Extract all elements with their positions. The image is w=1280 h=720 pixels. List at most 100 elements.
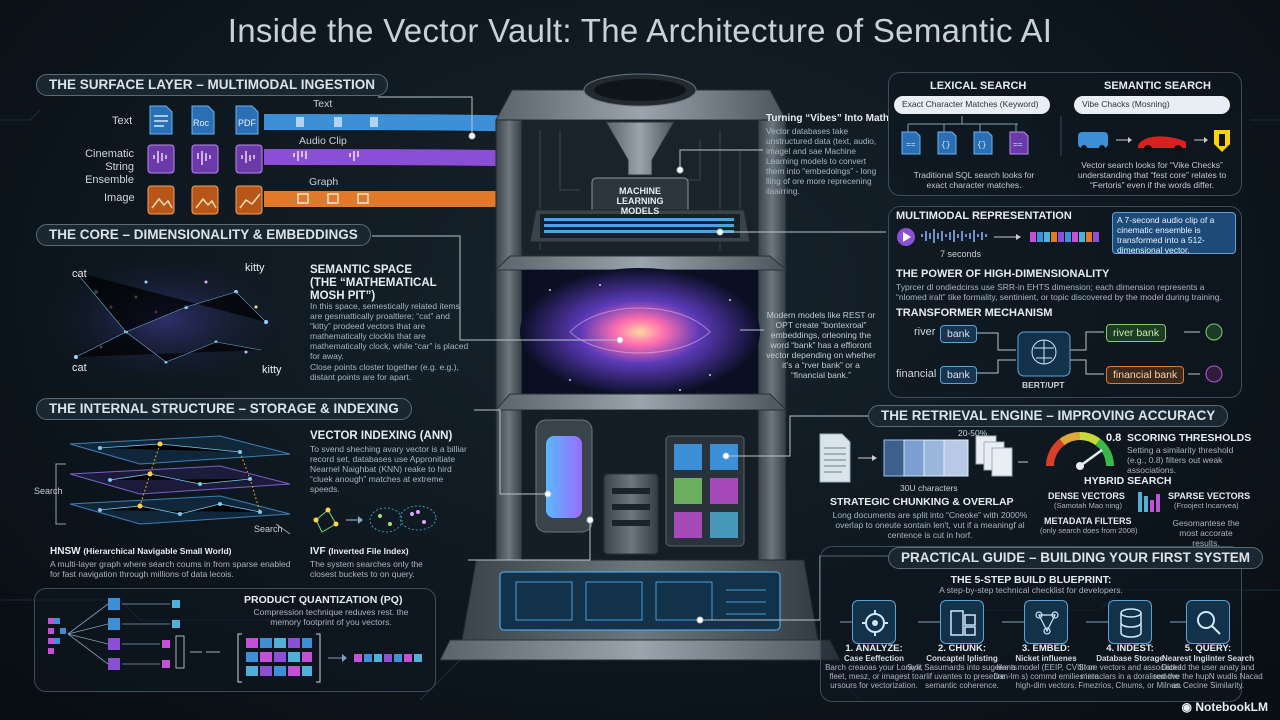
step-embed-icon bbox=[1024, 600, 1068, 644]
chars-label: 30U characters bbox=[900, 483, 958, 493]
step-4-title: 4. INDEST: bbox=[1106, 643, 1154, 654]
vibes-title: Turning “Vibes” Into Math bbox=[766, 113, 889, 124]
chunking-text: Long documents are split into “Cneoke” w… bbox=[832, 510, 1028, 540]
semantic-search-text: Vibe Chacks (Mosning) bbox=[1082, 99, 1170, 109]
ivf-cluster-icon bbox=[313, 505, 437, 533]
step-5-text: Dicked the user anaty and remove the hup… bbox=[1153, 663, 1263, 690]
multimodal-title: MULTIMODAL REPRESENTATION bbox=[896, 210, 1072, 222]
step-2-text: Sylit Sasumards into sugerants arlif uva… bbox=[906, 663, 1018, 690]
step-4-text: Store vectors and associated meraclars i… bbox=[1078, 663, 1182, 690]
river-word: river bbox=[914, 326, 936, 338]
search-label-right: Search bbox=[254, 524, 283, 534]
storage-header: THE INTERNAL STRUCTURE – STORAGE & INDEX… bbox=[36, 398, 412, 420]
galaxy-note: Modern models like REST or OPT create “b… bbox=[766, 310, 876, 380]
semantic-search-title: SEMANTIC SEARCH bbox=[1104, 80, 1211, 92]
search-label-left: Search bbox=[34, 486, 63, 496]
embedding-space-illustration bbox=[36, 252, 296, 390]
financial-word: financial bbox=[896, 368, 937, 380]
bank-pill-financial: bank bbox=[940, 366, 977, 384]
metadata-sub: (only search does from 2008) bbox=[1040, 526, 1138, 535]
multimodal-note: A 7-second audio clip of a cinematic ens… bbox=[1112, 212, 1236, 255]
vector-vault-tower bbox=[440, 73, 840, 661]
gauge-value: 0.8 bbox=[1106, 432, 1122, 444]
search-illustrations: =={}{}== bbox=[901, 116, 1230, 156]
transformer-title: TRANSFORMER MECHANISM bbox=[896, 307, 1053, 319]
lexical-title: LEXICAL SEARCH bbox=[930, 80, 1027, 92]
step-analyze-icon bbox=[852, 600, 896, 644]
guide-header: PRACTICAL GUIDE – BUILDING YOUR FIRST SY… bbox=[888, 547, 1264, 569]
step-3-text: like a model (EEIP, CVIIII or Dan-lm s) … bbox=[993, 663, 1099, 690]
semantic-space-title: SEMANTIC SPACE (THE “MATHEMATICAL MOSH P… bbox=[310, 264, 437, 302]
step-5-sub: Nearest Ingilnter Search bbox=[1161, 654, 1255, 663]
ann-text: To svend sheching avary vector is a bill… bbox=[310, 444, 467, 494]
ivf-subtitle: (Inverted File Index) bbox=[328, 546, 409, 556]
ivf-title-main: IVF bbox=[310, 546, 326, 557]
lexical-text: Traditional SQL search looks for exact c… bbox=[913, 170, 1035, 190]
semantic-space-text: In this space, semestically related item… bbox=[310, 301, 469, 361]
metadata-title: METADATA FILTERS bbox=[1044, 516, 1132, 526]
step-query-icon bbox=[1186, 600, 1230, 644]
step-2-title: 2. CHUNK: bbox=[937, 643, 987, 654]
core-header: THE CORE – DIMENSIONALITY & EMBEDDINGS bbox=[36, 224, 371, 246]
svg-text:{}: {} bbox=[941, 141, 951, 150]
svg-text:{}: {} bbox=[977, 141, 987, 150]
hybrid-title: HYBRID SEARCH bbox=[1084, 475, 1172, 487]
pq-tree-illustration bbox=[48, 598, 220, 670]
dense-title: DENSE VECTORS bbox=[1048, 491, 1125, 501]
svg-text:==: == bbox=[906, 141, 916, 150]
hnsw-title-main: HNSW bbox=[50, 546, 81, 557]
semantic-search-box[interactable]: Vibe Chacks (Mosning) bbox=[1074, 96, 1230, 114]
stream-label-audio: Audio Clip bbox=[299, 135, 347, 147]
hybrid-merge-icon bbox=[1138, 492, 1160, 512]
audio-to-vector-icon bbox=[897, 228, 1099, 246]
retrieval-header: THE RETRIEVAL ENGINE – IMPROVING ACCURAC… bbox=[868, 405, 1229, 427]
overlap-pct: 20-50% bbox=[958, 428, 988, 438]
sparse-title: SPARSE VECTORS bbox=[1168, 491, 1251, 501]
step-3-title: 3. EMBED: bbox=[1021, 643, 1071, 654]
semantic-text: Vector search looks for “Vike Checks” un… bbox=[1077, 160, 1227, 190]
stream-label-graph: Graph bbox=[309, 176, 339, 188]
audio-icons bbox=[147, 144, 263, 174]
step-1-title: 1. ANALYZE: bbox=[845, 643, 903, 654]
ivf-title: IVF (Inverted File Index) bbox=[310, 545, 409, 558]
high-dim-text: Typrcer dl ondiedcirss use SRR-in EHTS d… bbox=[896, 282, 1222, 302]
word-cat-2: cat bbox=[72, 362, 87, 374]
pq-title: PRODUCT QUANTIZATION (PQ) bbox=[244, 594, 403, 606]
vibes-text: Vector databases take unstructured data … bbox=[766, 126, 877, 196]
surface-header: THE SURFACE LAYER – MULTIMODAL INGESTION bbox=[36, 74, 389, 96]
word-cat-1: cat bbox=[72, 268, 87, 280]
transformer-diagram bbox=[976, 323, 1223, 383]
model-label: BERT/UPT bbox=[1022, 380, 1065, 390]
step-5-title: 5. QUERY: bbox=[1184, 643, 1232, 654]
semantic-space-note: Close points closter together (e.g. e.g.… bbox=[310, 362, 459, 382]
notebooklm-logo: ◉ NotebookLM bbox=[1182, 700, 1268, 714]
pdf-file-label: PDF bbox=[238, 118, 256, 128]
scoring-text: Setting a similarity threshold (e.g., 0.… bbox=[1127, 445, 1234, 475]
lexical-search-box[interactable]: Exact Character Matches (Keyword) bbox=[894, 96, 1050, 114]
dense-sub: (Samotah Mao ning) bbox=[1054, 501, 1122, 510]
word-kitty-2: kitty bbox=[262, 364, 282, 376]
document-icons bbox=[149, 105, 259, 135]
row-label-image: Image bbox=[104, 192, 135, 204]
logo-text: NotebookLM bbox=[1195, 700, 1268, 714]
step-1-text: Barch creaoas your Lorwor, fleet, mesz, … bbox=[825, 663, 923, 690]
ann-title: VECTOR INDEXING (ANN) bbox=[310, 430, 453, 442]
pq-codebook-grid bbox=[237, 633, 422, 683]
hnsw-text: A multi-layer graph where search coums i… bbox=[50, 559, 291, 579]
hybrid-text: Gesomantese the most accorate results. bbox=[1172, 518, 1240, 548]
step-1-sub: Case Eeffection bbox=[843, 654, 905, 663]
page-title: Inside the Vector Vault: The Architectur… bbox=[227, 12, 1053, 49]
blueprint-subtitle: A step-by-step technical checklist for d… bbox=[939, 585, 1123, 595]
pq-panel bbox=[34, 588, 436, 692]
hnsw-layer-graph bbox=[55, 435, 291, 535]
financial-bank-pill: financial bank bbox=[1106, 366, 1185, 384]
river-bank-pill: river bank bbox=[1106, 324, 1167, 342]
hnsw-title: HNSW (Hierarchical Navigable Small World… bbox=[50, 545, 232, 558]
word-kitty-1: kitty bbox=[245, 262, 265, 274]
lexical-search-text: Exact Character Matches (Keyword) bbox=[902, 99, 1039, 109]
ml-models-label: MACHINE LEARNING MODELS bbox=[616, 186, 664, 216]
sparse-sub: (Frooject Incanvea) bbox=[1174, 501, 1239, 510]
bank-pill-river: bank bbox=[940, 325, 977, 343]
pq-text: Compression technique reduves rest. the … bbox=[253, 607, 409, 627]
step-4-sub: Database Storage bbox=[1096, 654, 1164, 663]
